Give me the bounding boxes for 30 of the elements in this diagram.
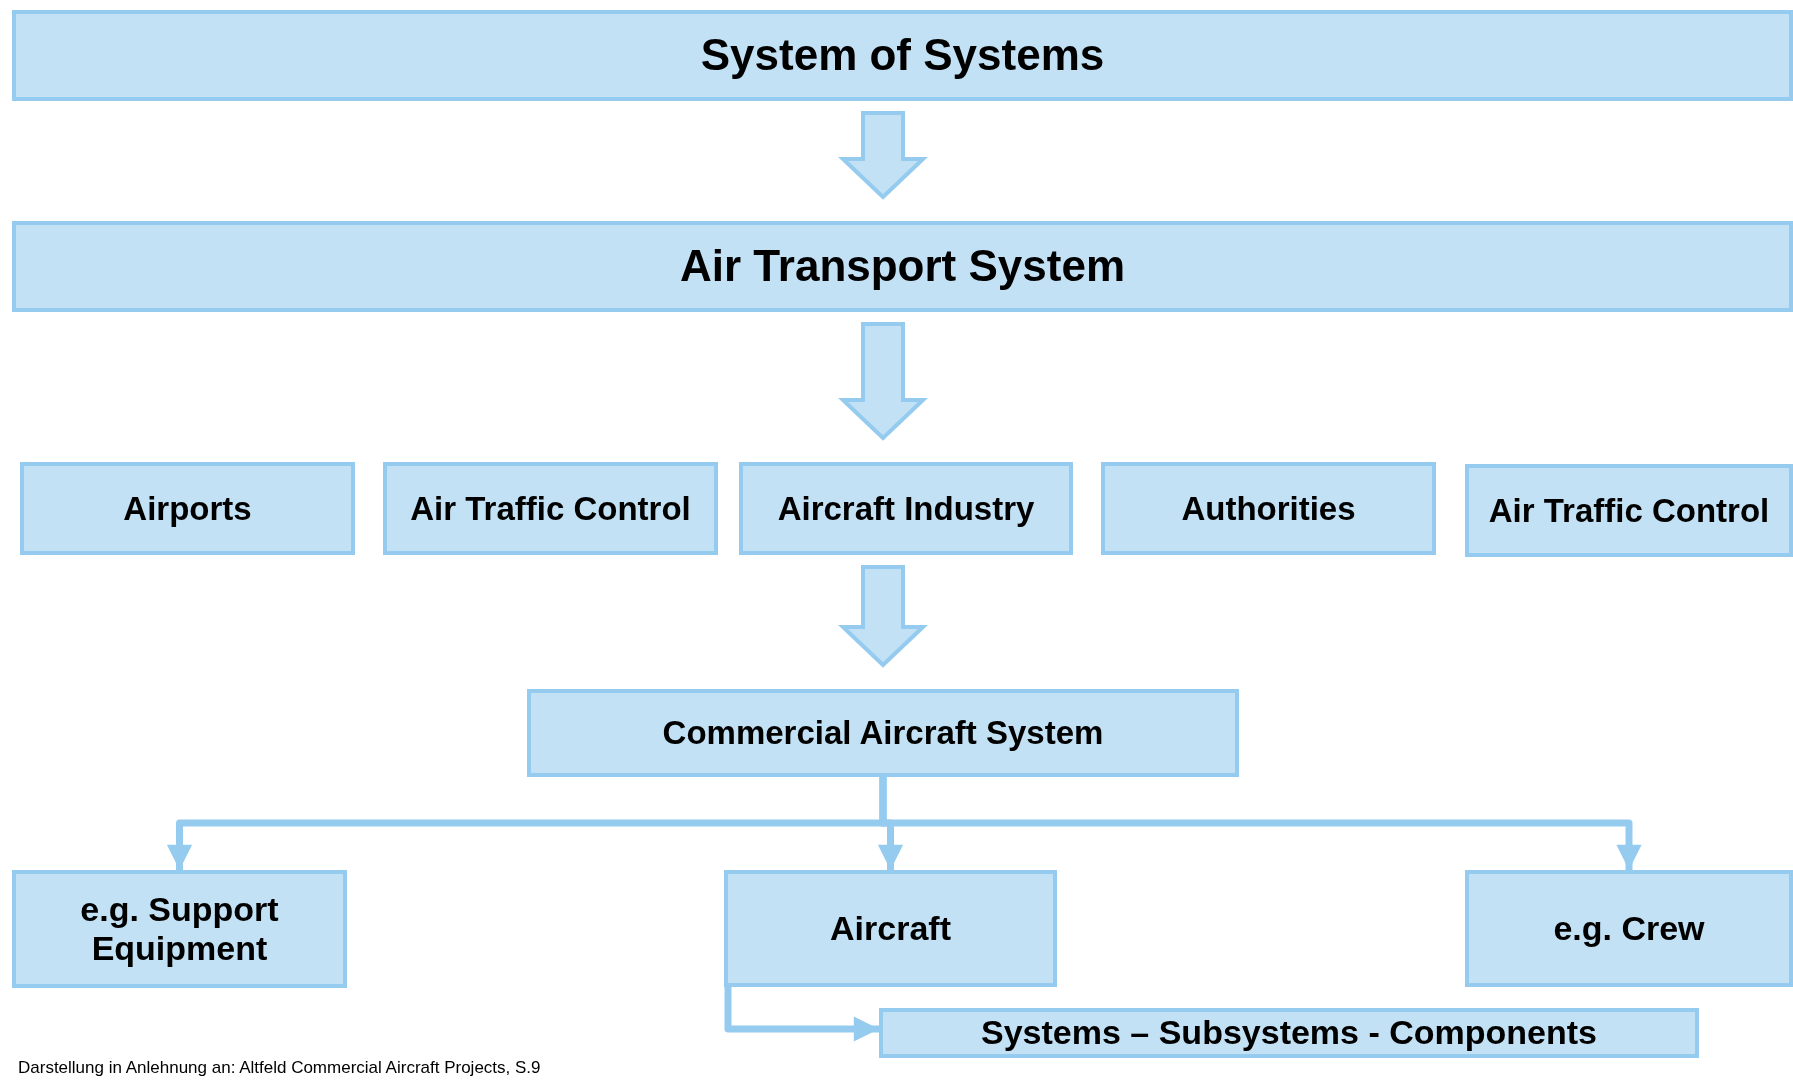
arrow [879,777,1642,870]
source-note: Darstellung in Anlehnung an: Altfeld Commercial Aircraft Projects, S.9 [18,1058,541,1078]
arrow [724,987,879,1042]
node-label: Commercial Aircraft System [662,714,1104,752]
node-label: System of Systems [700,30,1105,81]
node-label: Aircraft Industry [777,489,1035,528]
category-box [739,462,1073,555]
block-arrow [838,565,928,668]
category-box [383,462,718,555]
category-box [1465,464,1793,557]
node-label: Air Traffic Control [410,489,691,528]
node-label: Air Transport System [680,241,1125,292]
heading-bar [12,221,1793,312]
component-bar [879,1008,1699,1058]
node-label: Systems – Subsystems - Components [981,1013,1597,1053]
node-label: Authorities [1181,489,1356,528]
system-box [527,689,1239,777]
block-arrow [838,111,928,200]
node-label: Aircraft [830,908,951,949]
category-box [20,462,355,555]
node-label: Air Traffic Control [1488,491,1770,530]
block-arrow [838,322,928,441]
element-box [1465,870,1793,987]
node-label: e.g. Support Equipment [79,889,280,969]
heading-bar [12,10,1793,101]
node-label: e.g. Crew [1553,908,1705,949]
node-label: Airports [123,489,252,528]
category-box [1101,462,1436,555]
element-box [724,870,1057,987]
element-box [12,870,347,988]
